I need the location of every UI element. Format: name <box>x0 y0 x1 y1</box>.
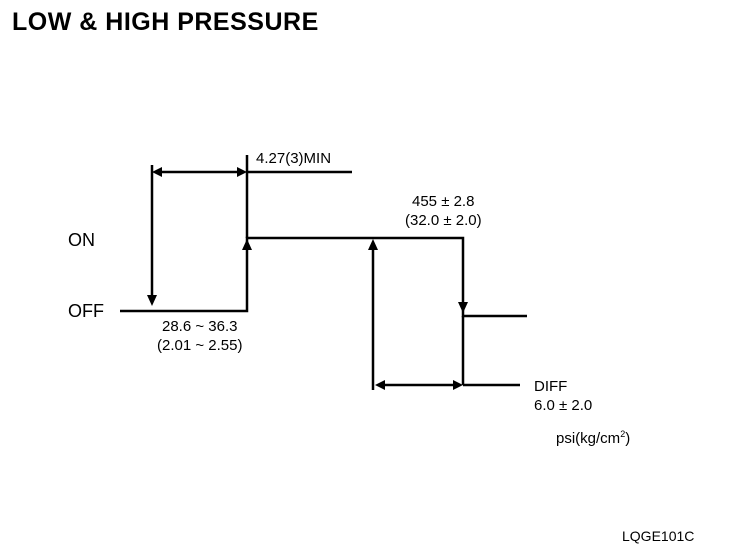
diff-value-label: 6.0 ± 2.0 <box>534 397 593 414</box>
high-cutout-psi-label: 455 ± 2.8 <box>412 193 475 210</box>
low-off-arrow <box>147 295 157 306</box>
low-range-psi-label: 28.6 ~ 36.3 <box>162 318 238 335</box>
units-label: psi(kg/cm2) <box>556 430 630 448</box>
diagram-title: LOW & HIGH PRESSURE <box>12 8 319 36</box>
off-state-label: OFF <box>68 301 104 321</box>
low-on-arrow <box>242 239 252 250</box>
on-state-label: ON <box>68 230 95 250</box>
units-base: psi(kg/cm <box>556 430 621 447</box>
delay-arrow-left <box>152 167 162 177</box>
low-range-kg-label: (2.01 ~ 2.55) <box>157 337 243 354</box>
high-cutout-kg-label: (32.0 ± 2.0) <box>405 212 482 229</box>
figure-code: LQGE101C <box>622 528 695 544</box>
units-close: ) <box>625 430 631 447</box>
switch-state-trace <box>120 236 527 318</box>
diff-label: DIFF <box>534 378 568 395</box>
diff-arrow-right <box>453 380 463 390</box>
high-on-arrow <box>368 239 378 250</box>
delay-label: 4.27(3)MIN <box>256 150 332 167</box>
diff-arrow-left <box>375 380 385 390</box>
high-off-arrow <box>458 302 468 313</box>
delay-arrow-right <box>237 167 247 177</box>
units-superscript: 2 <box>620 429 626 439</box>
